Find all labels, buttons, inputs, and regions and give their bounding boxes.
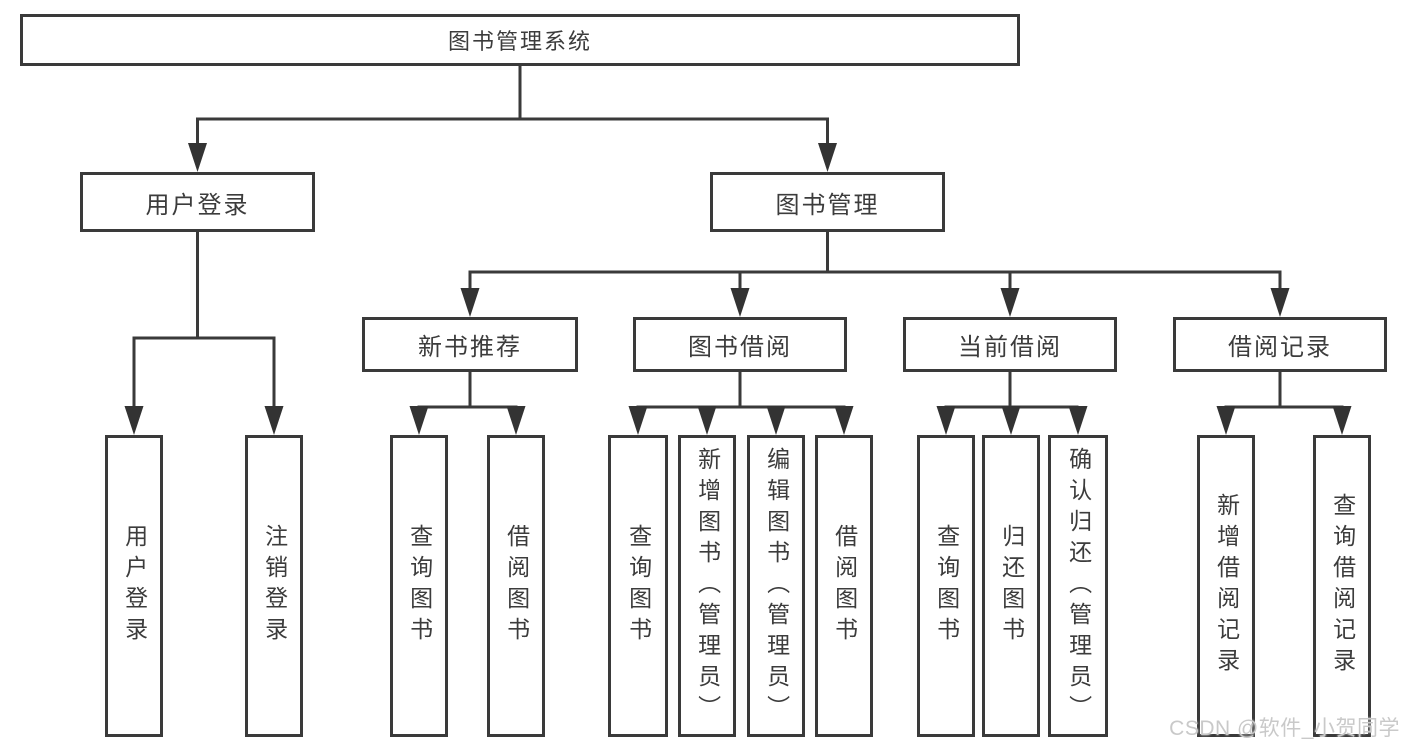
node-label: 归还图书 xyxy=(998,524,1025,648)
node-label: 借阅图书 xyxy=(503,524,530,648)
node-user-login: 用户登录 xyxy=(80,172,315,232)
leaf-borrow-books-recommend: 借阅图书 xyxy=(487,435,545,737)
leaf-logout: 注销登录 xyxy=(245,435,303,737)
node-label: 新增图书（管理员） xyxy=(694,446,721,726)
node-label: 注销登录 xyxy=(261,524,288,648)
node-label: 借阅记录 xyxy=(1228,334,1332,361)
node-label: 图书管理系统 xyxy=(447,29,592,54)
node-label: 查询图书 xyxy=(933,524,960,648)
node-label: 用户登录 xyxy=(121,524,148,648)
node-label: 查询图书 xyxy=(406,524,433,648)
leaf-confirm-return-admin: 确认归还（管理员） xyxy=(1048,435,1108,737)
node-label: 新书推荐 xyxy=(418,334,522,361)
leaf-add-borrow-record: 新增借阅记录 xyxy=(1197,435,1255,737)
node-label: 当前借阅 xyxy=(958,334,1062,361)
node-book-management: 图书管理 xyxy=(710,172,945,232)
node-new-book-recommend: 新书推荐 xyxy=(362,317,578,372)
node-label: 查询借阅记录 xyxy=(1329,493,1356,679)
leaf-edit-book-admin: 编辑图书（管理员） xyxy=(747,435,805,737)
node-label: 图书借阅 xyxy=(688,334,792,361)
leaf-user-login: 用户登录 xyxy=(105,435,163,737)
leaf-query-borrow-record: 查询借阅记录 xyxy=(1313,435,1371,737)
leaf-return-book: 归还图书 xyxy=(982,435,1040,737)
leaf-add-book-admin: 新增图书（管理员） xyxy=(678,435,736,737)
node-book-borrow: 图书借阅 xyxy=(633,317,847,372)
node-book-management-system: 图书管理系统 xyxy=(20,14,1020,66)
node-current-borrow: 当前借阅 xyxy=(903,317,1117,372)
node-label: 用户登录 xyxy=(145,191,250,219)
node-label: 编辑图书（管理员） xyxy=(763,446,790,726)
node-label: 确认归还（管理员） xyxy=(1065,446,1092,726)
node-label: 图书管理 xyxy=(775,191,880,219)
leaf-query-books-borrow: 查询图书 xyxy=(608,435,668,737)
csdn-watermark: CSDN @软件_小贺同学 xyxy=(1169,717,1400,740)
node-label: 新增借阅记录 xyxy=(1213,493,1240,679)
node-label: 借阅图书 xyxy=(831,524,858,648)
leaf-query-books-recommend: 查询图书 xyxy=(390,435,448,737)
leaf-borrow-books: 借阅图书 xyxy=(815,435,873,737)
node-label: 查询图书 xyxy=(625,524,652,648)
node-borrow-records: 借阅记录 xyxy=(1173,317,1387,372)
leaf-query-books-current: 查询图书 xyxy=(917,435,975,737)
